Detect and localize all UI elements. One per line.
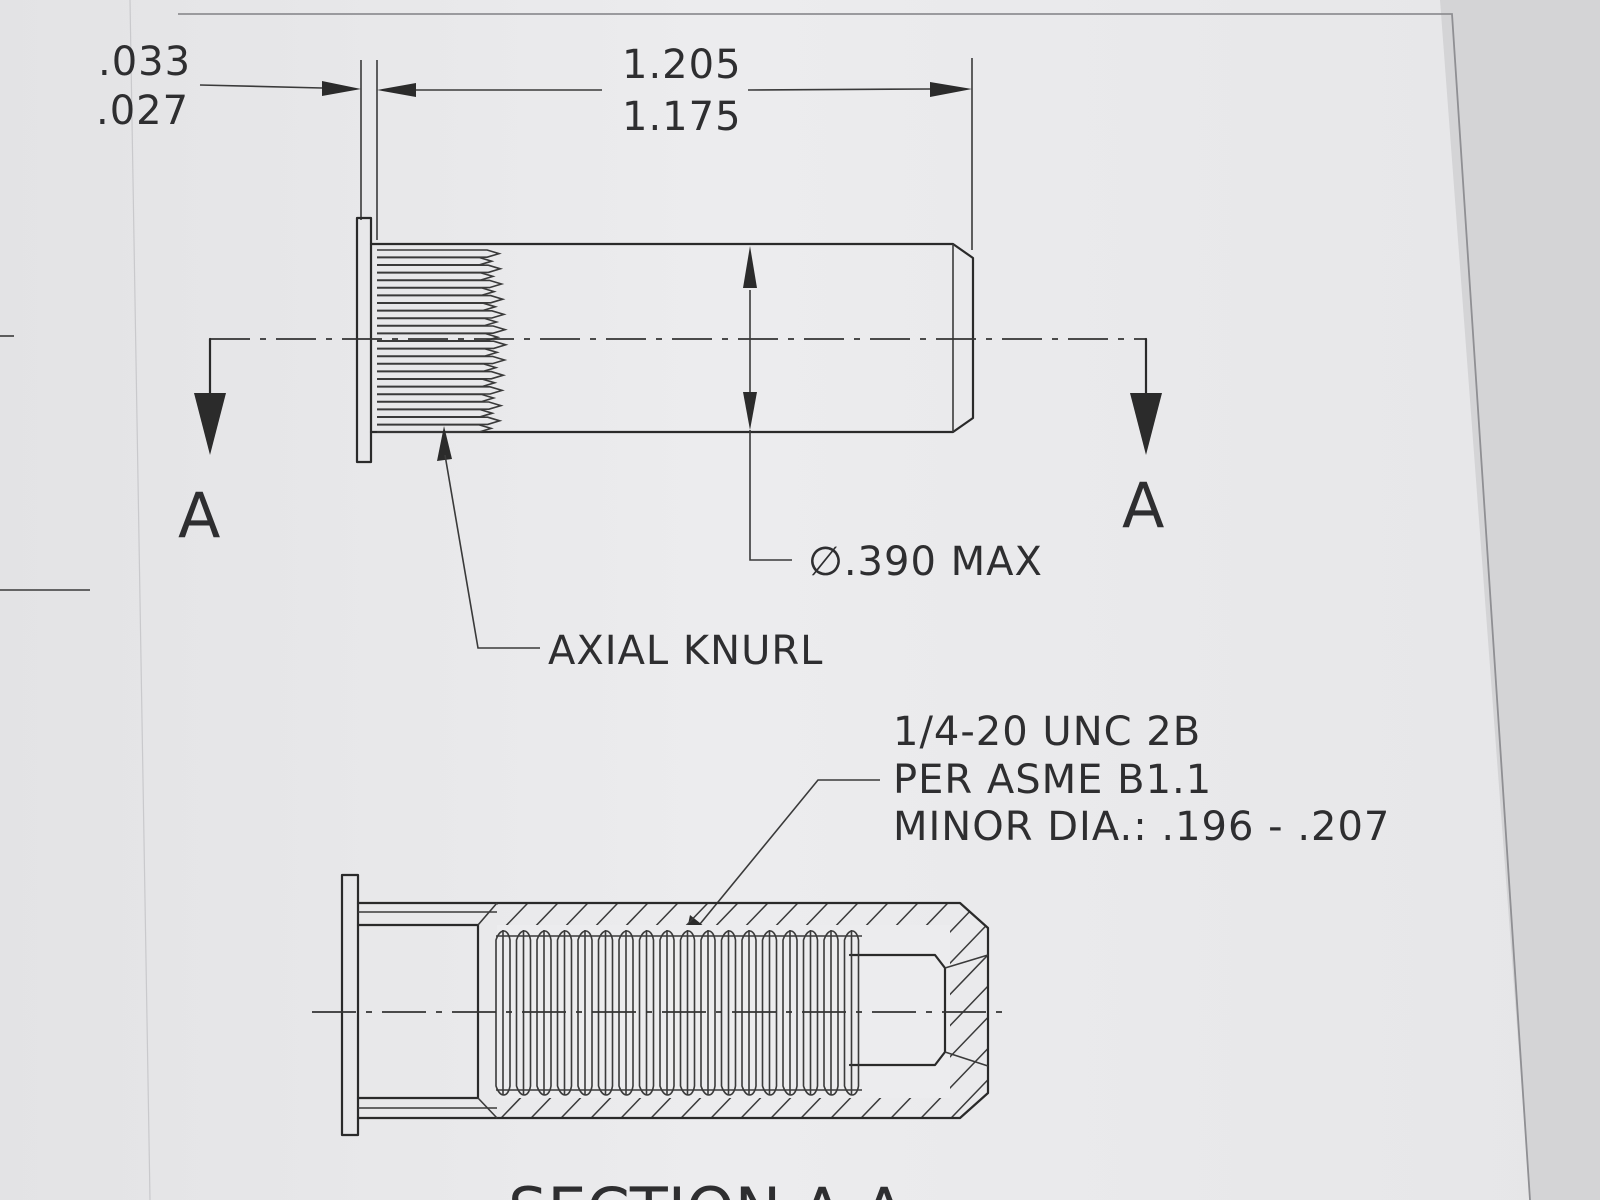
thread-crest (495, 930, 511, 1096)
section-arrow-left (194, 393, 226, 455)
thread-crest (802, 930, 819, 1096)
body-length-min: 1.175 (622, 94, 742, 140)
hatch-line (497, 903, 551, 1118)
thread-crest (700, 930, 716, 1096)
hatch-line (497, 903, 611, 1118)
dimension-arrow (377, 83, 416, 97)
knurl-leader (444, 454, 540, 649)
body-length-max: 1.205 (622, 42, 742, 88)
section-marker-left: A (178, 479, 220, 552)
section-view (312, 873, 1012, 1137)
thread-callout-line-1: 1/4-20 UNC 2B (893, 709, 1201, 755)
drill-relief (848, 953, 947, 1067)
dimension-arrow (930, 82, 972, 97)
section-flange (340, 873, 360, 1137)
axial-knurl-pattern (377, 249, 509, 433)
thread-crest (577, 930, 593, 1096)
thread-crest (843, 930, 860, 1096)
drill-point (944, 1051, 989, 1067)
thread-crest (659, 930, 675, 1096)
dimension-line (199, 84, 323, 89)
section-caption: SECTION A-A (508, 1174, 905, 1200)
dimension-arrow (322, 81, 361, 96)
section-body-outline (356, 901, 990, 1120)
body-outline (369, 242, 975, 434)
hatch-line (497, 903, 581, 1118)
side-view (194, 58, 1162, 649)
paper-shadow (1440, 0, 1600, 1200)
diameter-arrow-top (743, 246, 757, 288)
thread-crest (597, 930, 614, 1096)
thread-leader (699, 779, 880, 925)
diameter-arrow-bottom (743, 392, 757, 430)
sheet-fold-line (129, 0, 151, 1200)
thread-crest (638, 930, 655, 1096)
thread-crest (741, 930, 757, 1096)
diameter-leader (749, 430, 792, 561)
thread-crest (782, 930, 798, 1096)
flange-outline (355, 216, 373, 464)
thread-crest (679, 930, 696, 1096)
dimension-line (747, 88, 931, 91)
thread-crest (761, 930, 778, 1096)
knurl-leader-arrow (437, 426, 452, 461)
thread-crest (720, 930, 737, 1096)
thread-crest (515, 930, 532, 1096)
thread-callout-line-2: PER ASME B1.1 (893, 757, 1212, 803)
flange-thickness-min: .027 (96, 88, 189, 134)
diameter-callout: ∅.390 MAX (808, 539, 1043, 585)
thread-callout-line-3: MINOR DIA.: .196 - .207 (893, 804, 1390, 850)
thread-crest (556, 930, 573, 1096)
section-marker-right: A (1122, 469, 1164, 542)
knurl-callout: AXIAL KNURL (548, 628, 823, 674)
thread-crest (618, 930, 634, 1096)
thread-crest (823, 930, 839, 1096)
hatch-line (929, 903, 988, 1118)
internal-thread (495, 930, 862, 1096)
thread-crest (536, 930, 552, 1096)
drawing-border (178, 13, 1531, 1200)
flange-thickness-max: .033 (98, 39, 191, 85)
drill-point (944, 954, 989, 969)
section-arrow-right (1130, 393, 1162, 455)
counterbore-chamfer (477, 902, 498, 926)
counterbore-chamfer (477, 1097, 498, 1119)
